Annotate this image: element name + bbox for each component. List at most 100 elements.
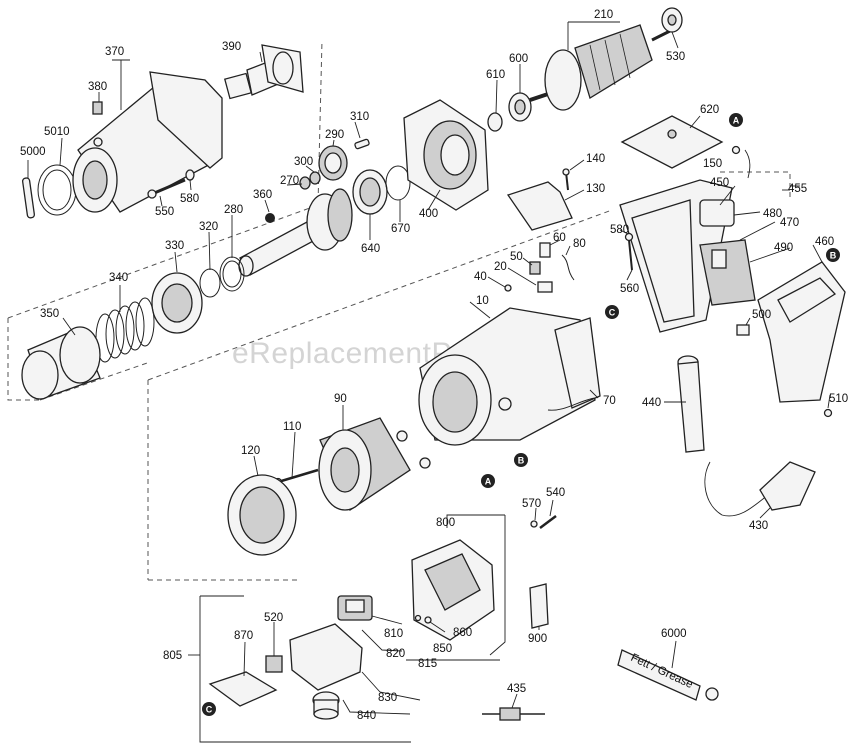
part-50: [529, 261, 541, 275]
ring-670: [385, 165, 411, 201]
pad-520: [265, 655, 283, 673]
assembly-boundaries: [7, 39, 791, 581]
label-130: 130: [586, 183, 605, 195]
label-820: 820: [386, 648, 405, 660]
marker-c-center: C: [605, 305, 619, 319]
label-480: 480: [763, 208, 782, 220]
label-210: 210: [594, 9, 613, 21]
label-6000: 6000: [661, 628, 687, 640]
stator-group: [227, 417, 431, 556]
side-handle-440: [677, 355, 705, 453]
rear-housing-group: Fett / Grease: [208, 539, 719, 721]
label-840: 840: [357, 710, 376, 722]
label-310: 310: [350, 111, 369, 123]
label-805: 805: [163, 650, 182, 662]
label-490: 490: [774, 242, 793, 254]
label-120: 120: [241, 445, 260, 457]
wire-70: [547, 397, 596, 411]
part-60: [539, 242, 551, 258]
label-330: 330: [165, 240, 184, 252]
label-850: 850: [433, 643, 452, 655]
screw-550: [147, 178, 186, 199]
pin-310: [354, 138, 370, 150]
bearing-640: [352, 169, 388, 215]
field-90: [318, 417, 431, 511]
label-50: 50: [510, 251, 523, 263]
label-320: 320: [199, 221, 218, 233]
spring-340: [95, 297, 155, 363]
motor-housing-10: [418, 307, 601, 446]
label-900: 900: [528, 633, 547, 645]
rear-housing-800: [411, 539, 495, 641]
svg-text:A: A: [733, 116, 740, 126]
ring-610: [487, 112, 503, 132]
part-850: [414, 614, 422, 622]
ring-5010: [37, 164, 77, 216]
marker-b-right: B: [826, 248, 840, 262]
label-280: 280: [224, 204, 243, 216]
ring-120: [227, 474, 297, 556]
bearing-600: [508, 92, 532, 122]
label-140: 140: [586, 153, 605, 165]
screw-140: [562, 168, 570, 191]
label-500: 500: [752, 309, 771, 321]
label-440: 440: [642, 397, 661, 409]
label-470: 470: [780, 217, 799, 229]
handle-group: [530, 115, 846, 529]
label-600: 600: [509, 53, 528, 65]
hammer-350: [21, 326, 101, 400]
screw-150: [731, 145, 741, 155]
part-500: [736, 324, 750, 336]
label-360: 360: [253, 189, 272, 201]
svg-text:C: C: [609, 308, 616, 318]
label-40: 40: [474, 271, 487, 283]
label-435: 435: [507, 683, 526, 695]
label-20: 20: [494, 261, 507, 273]
label-550: 550: [155, 206, 174, 218]
label-455: 455: [788, 183, 807, 195]
label-80: 80: [573, 238, 586, 250]
label-390: 390: [222, 41, 241, 53]
label-380: 380: [88, 81, 107, 93]
screw-570: [530, 520, 538, 528]
bearing-plate-400: [403, 99, 489, 211]
handle-half-460: [757, 261, 846, 403]
motor-group: [403, 7, 683, 211]
bearing-530: [661, 7, 683, 33]
spring-80: [561, 254, 575, 281]
switch-810: [337, 595, 373, 621]
label-800: 800: [436, 517, 455, 529]
ring-280: [219, 256, 245, 292]
label-810: 810: [384, 628, 403, 640]
bearing-330: [151, 272, 203, 334]
gear-housing-group: [21, 44, 304, 219]
sheet-870: [208, 671, 278, 707]
label-620: 620: [700, 104, 719, 116]
label-580: 580: [180, 193, 199, 205]
label-370: 370: [105, 46, 124, 58]
label-815: 815: [418, 658, 437, 670]
grease-tube-6000: Fett / Grease: [617, 649, 719, 701]
label-460: 460: [815, 236, 834, 248]
label-350: 350: [40, 308, 59, 320]
leader-lines: [27, 21, 831, 709]
gear-housing-370: [72, 71, 223, 213]
knob-840: [312, 691, 340, 720]
pin-5000: [21, 177, 36, 219]
marker-a-top: A: [729, 113, 743, 127]
svg-text:A: A: [485, 477, 492, 487]
washer-580: [185, 169, 195, 181]
marker-c-bottom: C: [202, 702, 216, 716]
label-540: 540: [546, 487, 565, 499]
label-520: 520: [264, 612, 283, 624]
label-290: 290: [325, 129, 344, 141]
label-400: 400: [419, 208, 438, 220]
label-510: 510: [829, 393, 848, 405]
marker-b-center: B: [514, 453, 528, 467]
part-labels: 5000 5010 370 380 550 580 390 300 290 31…: [20, 9, 848, 722]
plate-620: [620, 115, 724, 169]
label-5000: 5000: [20, 146, 46, 158]
reference-markers: A B C B A C: [202, 113, 840, 716]
